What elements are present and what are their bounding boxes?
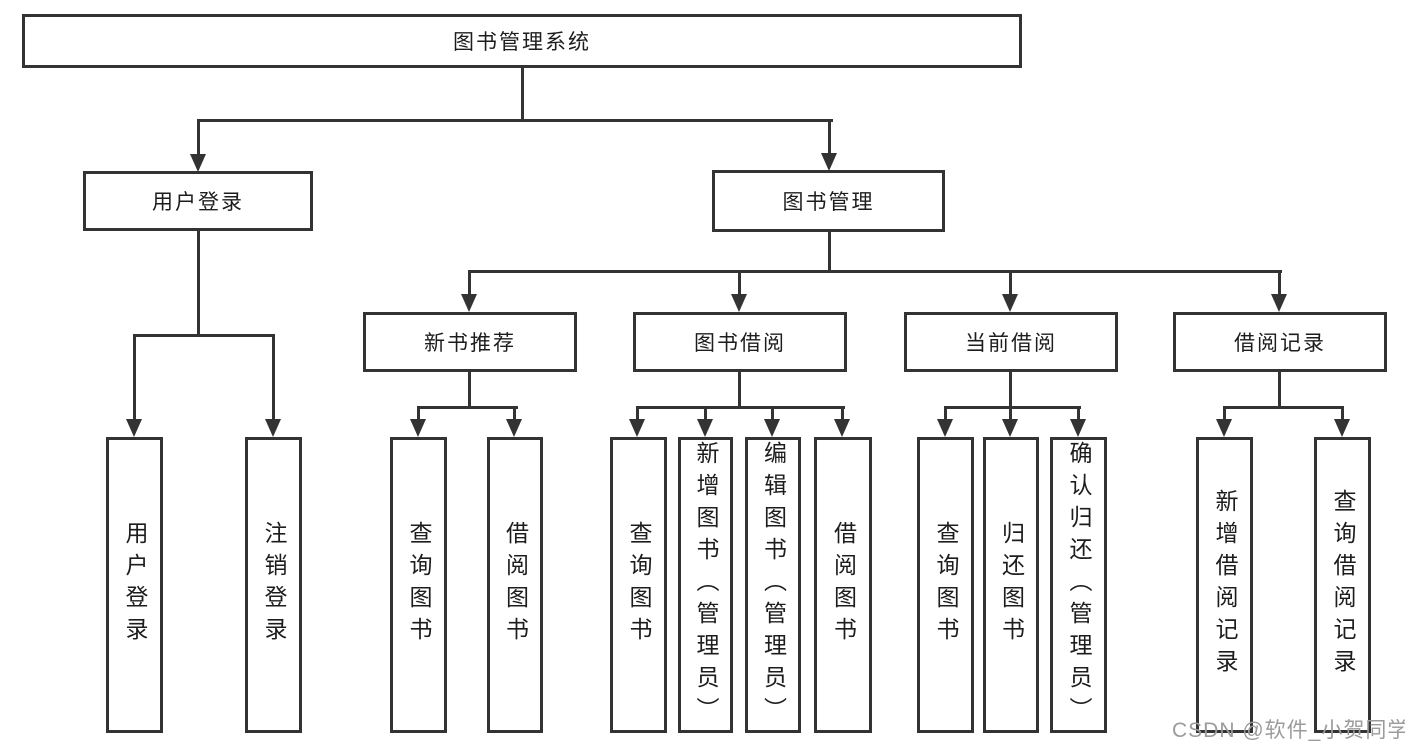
connector-line <box>944 406 1081 409</box>
leaf-confirm-return-admin: 确认归还（管理员） <box>1050 437 1107 733</box>
arrowhead-down-icon <box>1216 419 1232 437</box>
node-book-management: 图书管理 <box>712 170 945 232</box>
node-book-borrow: 图书借阅 <box>633 312 847 372</box>
arrowhead-down-icon <box>629 419 645 437</box>
connector-line <box>771 406 774 422</box>
arrowhead-down-icon <box>126 419 142 437</box>
arrowhead-down-icon <box>265 419 281 437</box>
connector-line <box>468 270 471 298</box>
node-root: 图书管理系统 <box>22 14 1022 68</box>
connector-line <box>468 370 471 408</box>
leaf-borrow-book-label: 借阅图书 <box>830 521 857 649</box>
connector-line <box>133 334 136 421</box>
connector-line <box>1009 370 1012 408</box>
node-book-borrow-label: 图书借阅 <box>694 332 786 355</box>
connector-line <box>417 406 518 409</box>
arrowhead-down-icon <box>1334 419 1350 437</box>
connector-line <box>828 230 831 273</box>
arrowhead-down-icon <box>461 294 477 312</box>
connector-line <box>521 66 524 121</box>
connector-line <box>1009 270 1012 298</box>
arrowhead-down-icon <box>1002 294 1018 312</box>
leaf-borrow-book: 借阅图书 <box>814 437 872 733</box>
connector-line <box>1223 406 1344 409</box>
leaf-query-book-recommend-label: 查询图书 <box>406 521 432 649</box>
arrowhead-down-icon <box>834 419 850 437</box>
leaf-edit-book-admin: 编辑图书（管理员） <box>745 437 801 733</box>
leaf-add-borrow-record: 新增借阅记录 <box>1196 437 1253 733</box>
node-borrow-record: 借阅记录 <box>1173 312 1387 372</box>
connector-line <box>197 119 200 157</box>
leaf-query-book-current-label: 查询图书 <box>933 521 959 649</box>
connector-line <box>513 406 516 422</box>
connector-line <box>1223 406 1226 422</box>
leaf-query-book-borrow-label: 查询图书 <box>626 521 652 649</box>
leaf-add-book-admin: 新增图书（管理员） <box>678 437 733 733</box>
arrowhead-down-icon <box>1271 294 1287 312</box>
leaf-user-login: 用户登录 <box>106 437 163 733</box>
connector-line <box>1278 370 1281 408</box>
connector-line <box>1278 270 1281 298</box>
connector-line <box>828 119 831 156</box>
leaf-query-borrow-record: 查询借阅记录 <box>1314 437 1371 733</box>
leaf-query-book-current: 查询图书 <box>917 437 974 733</box>
connector-line <box>1009 406 1012 422</box>
node-book-management-label: 图书管理 <box>782 191 875 214</box>
arrowhead-down-icon <box>697 419 713 437</box>
connector-line <box>841 406 844 422</box>
connector-line <box>133 334 275 337</box>
connector-line <box>944 406 947 422</box>
node-new-book-recommend: 新书推荐 <box>363 312 577 372</box>
connector-line <box>1341 406 1344 422</box>
arrowhead-down-icon <box>410 419 426 437</box>
leaf-borrow-book-recommend: 借阅图书 <box>487 437 543 733</box>
arrowhead-down-icon <box>731 294 747 312</box>
connector-line <box>636 406 639 422</box>
node-current-borrow: 当前借阅 <box>904 312 1118 372</box>
node-user-login: 用户登录 <box>83 171 313 231</box>
leaf-user-login-label: 用户登录 <box>122 521 148 649</box>
connector-line <box>417 406 420 422</box>
connector-line <box>468 270 1282 273</box>
leaf-query-book-recommend: 查询图书 <box>390 437 447 733</box>
arrowhead-down-icon <box>1070 419 1086 437</box>
leaf-query-book-borrow: 查询图书 <box>610 437 667 733</box>
leaf-edit-book-admin-label: 编辑图书（管理员） <box>760 441 787 729</box>
connector-line <box>636 406 845 409</box>
csdn-watermark: CSDN @软件_小贺同学 <box>1172 719 1405 742</box>
leaf-query-borrow-record-label: 查询借阅记录 <box>1330 489 1356 681</box>
leaf-add-borrow-record-label: 新增借阅记录 <box>1212 489 1238 681</box>
leaf-borrow-book-recommend-label: 借阅图书 <box>502 521 529 649</box>
leaf-add-book-admin-label: 新增图书（管理员） <box>693 441 719 729</box>
node-new-book-recommend-label: 新书推荐 <box>424 332 516 355</box>
arrowhead-down-icon <box>190 154 206 172</box>
arrowhead-down-icon <box>1002 419 1018 437</box>
leaf-logout-label: 注销登录 <box>261 521 287 649</box>
connector-line <box>272 334 275 421</box>
arrowhead-down-icon <box>506 419 522 437</box>
connector-line <box>738 270 741 298</box>
node-borrow-record-label: 借阅记录 <box>1234 332 1326 355</box>
leaf-confirm-return-admin-label: 确认归还（管理员） <box>1066 441 1092 729</box>
arrowhead-down-icon <box>764 419 780 437</box>
node-root-label: 图书管理系统 <box>453 31 591 54</box>
connector-line <box>197 229 200 336</box>
leaf-logout: 注销登录 <box>245 437 302 733</box>
connector-line <box>738 370 741 408</box>
arrowhead-down-icon <box>937 419 953 437</box>
leaf-return-book: 归还图书 <box>983 437 1039 733</box>
leaf-return-book-label: 归还图书 <box>998 521 1025 649</box>
node-current-borrow-label: 当前借阅 <box>965 332 1057 355</box>
connector-line <box>1077 406 1080 422</box>
node-user-login-label: 用户登录 <box>152 191 244 214</box>
arrowhead-down-icon <box>821 153 837 171</box>
connector-line <box>197 119 833 122</box>
connector-line <box>704 406 707 422</box>
